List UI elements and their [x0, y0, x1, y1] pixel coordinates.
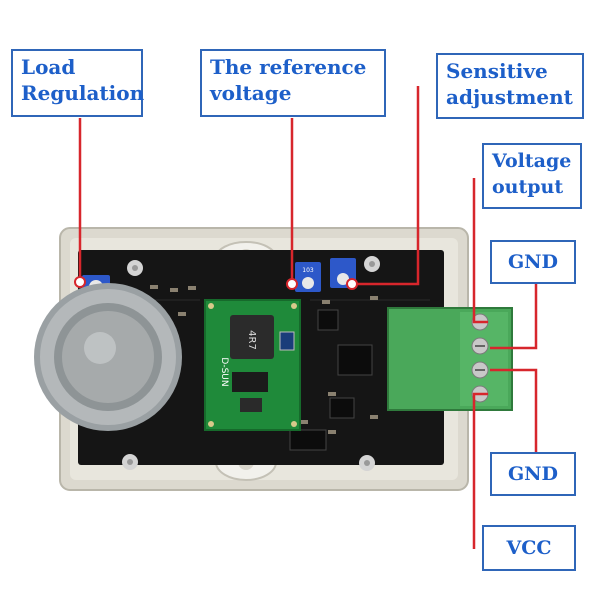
label-sensitive-adjustment-line2: adjustment: [446, 85, 573, 109]
label-sensitive-adjustment: Sensitive adjustment: [436, 53, 584, 119]
label-load-regulation-line2: Regulation: [21, 81, 145, 105]
label-gnd-top: GND: [490, 240, 576, 284]
terminal-block: [387, 307, 513, 411]
op-amp-chip: [289, 309, 373, 451]
label-reference-voltage-line1: The reference: [210, 55, 367, 79]
leader-lines: [78, 86, 538, 549]
leader-vcc: [472, 392, 488, 549]
smd-components: [150, 285, 378, 434]
leader-gnd-bottom: [490, 368, 538, 474]
leader-sensitive-adjustment: [352, 86, 420, 286]
label-vcc-text: VCC: [506, 537, 552, 559]
leader-gnd-top: [490, 284, 538, 350]
label-sensitive-adjustment-line1: Sensitive: [446, 59, 548, 83]
gas-sensor: [34, 283, 182, 431]
label-load-regulation: Load Regulation: [11, 49, 145, 117]
module-brand-text: D-SUN: [219, 357, 229, 386]
trimmer-pot-reference: 103: [295, 262, 321, 292]
label-vcc: VCC: [482, 525, 576, 571]
terminal-screw: [471, 337, 489, 355]
leader-voltage-output: [472, 178, 488, 324]
pot-marking-text: 103: [302, 267, 314, 274]
label-gnd-top-text: GND: [507, 251, 559, 273]
label-voltage-output-line2: output: [492, 176, 564, 198]
label-gnd-bottom: GND: [490, 452, 576, 496]
label-voltage-output-line1: Voltage: [492, 150, 572, 172]
label-gnd-bottom-text: GND: [507, 463, 559, 485]
label-reference-voltage: The reference voltage: [200, 49, 386, 117]
label-reference-voltage-line2: voltage: [210, 81, 292, 105]
terminal-screw: [471, 361, 489, 379]
buck-converter-module: 4R7 D-SUN: [204, 299, 301, 431]
inductor-marking: 4R7: [246, 330, 257, 350]
label-load-regulation-line1: Load: [21, 55, 76, 79]
label-voltage-output: Voltage output: [482, 143, 582, 209]
leader-endpoints: [74, 276, 358, 290]
